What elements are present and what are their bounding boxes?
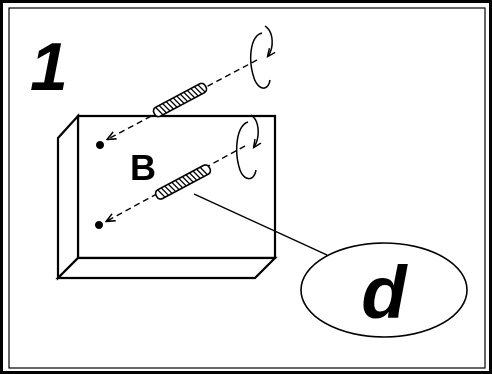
step-number: 1	[30, 29, 68, 105]
rotation-arrow-lower-icon	[235, 114, 258, 180]
callout-leader	[193, 193, 328, 256]
insertion-path-lower	[107, 145, 246, 221]
block-left-face	[56, 113, 80, 281]
hole-lower	[95, 221, 103, 229]
part-label: d	[361, 251, 408, 334]
block-bottom-face	[55, 256, 278, 280]
rotation-arrow-upper-icon	[249, 25, 272, 89]
part-callout-ellipse	[300, 242, 468, 338]
screw-upper	[152, 82, 208, 118]
screw-lower	[154, 164, 212, 200]
hole-upper	[96, 141, 104, 149]
block-label: B	[130, 147, 156, 188]
